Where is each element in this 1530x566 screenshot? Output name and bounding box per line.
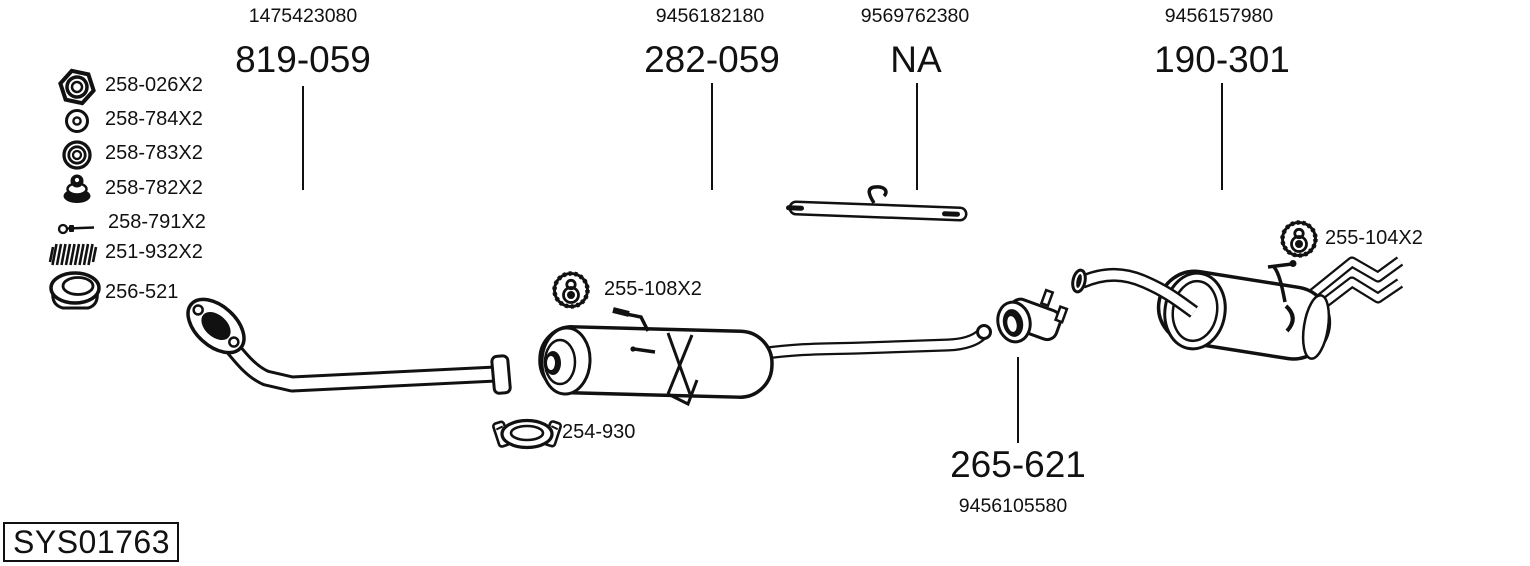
hex-nut-icon [58, 68, 96, 106]
system-code-text: SYS01763 [13, 524, 171, 560]
gasket-ring-icon [49, 271, 101, 310]
front-pipe-drawing [186, 297, 512, 395]
oe-ref-centre-muffler: 9456182180 [655, 5, 765, 27]
part-number-front-pipe: 819-059 [235, 39, 371, 80]
pipe-hook [867, 185, 888, 204]
bolt-icon [57, 223, 95, 235]
washer-icon [65, 109, 89, 133]
oe-ref-connecting-pipe: 9569762380 [860, 5, 970, 27]
pipe-connector-clamp-drawing [996, 288, 1069, 344]
mounting-part-label-bolt: 258-791X2 [108, 211, 206, 233]
rubber-hanger-icon-rear [1283, 223, 1316, 256]
mounting-part-label-ring-washer: 258-783X2 [105, 142, 203, 164]
part-number-connecting-pipe: NA [890, 39, 942, 80]
part-number-connector-clamp: 265-621 [950, 444, 1086, 485]
ring-washer-icon [62, 140, 92, 170]
spring-icon [48, 243, 98, 266]
mounting-part-label-grommet: 258-782X2 [105, 177, 203, 199]
rubber-grommet-icon [63, 174, 91, 203]
part-number-rear-muffler: 190-301 [1154, 39, 1290, 80]
mounting-part-label-washer: 258-784X2 [105, 108, 203, 130]
part-number-centre-muffler: 282-059 [644, 39, 780, 80]
oe-ref-connector-clamp: 9456105580 [958, 495, 1068, 517]
clamp-part-label: 254-930 [562, 421, 636, 443]
oe-ref-rear-muffler: 9456157980 [1164, 5, 1274, 27]
mounting-part-label-gasket: 256-521 [105, 281, 179, 303]
centre-muffler-drawing [538, 307, 992, 407]
pipe-clamp-icon [492, 418, 562, 450]
connecting-pipe-drawing [786, 185, 968, 222]
mounting-part-label-spring: 251-932X2 [105, 241, 203, 263]
rubber-hanger-icon-mid [555, 274, 588, 307]
oe-ref-front-pipe: 1475423080 [248, 5, 358, 27]
leader-lines [302, 83, 1223, 443]
hanger-part-label-mid: 255-108X2 [604, 278, 702, 300]
system-code-box: SYS01763 [3, 522, 179, 562]
rear-hanger-hook [1272, 265, 1287, 303]
front-pipe-flange [186, 297, 246, 355]
mounting-part-label-hex-nut: 258-026X2 [105, 74, 203, 96]
rear-muffler-drawing [1071, 256, 1404, 361]
hanger-part-label-rear: 255-104X2 [1325, 227, 1423, 249]
